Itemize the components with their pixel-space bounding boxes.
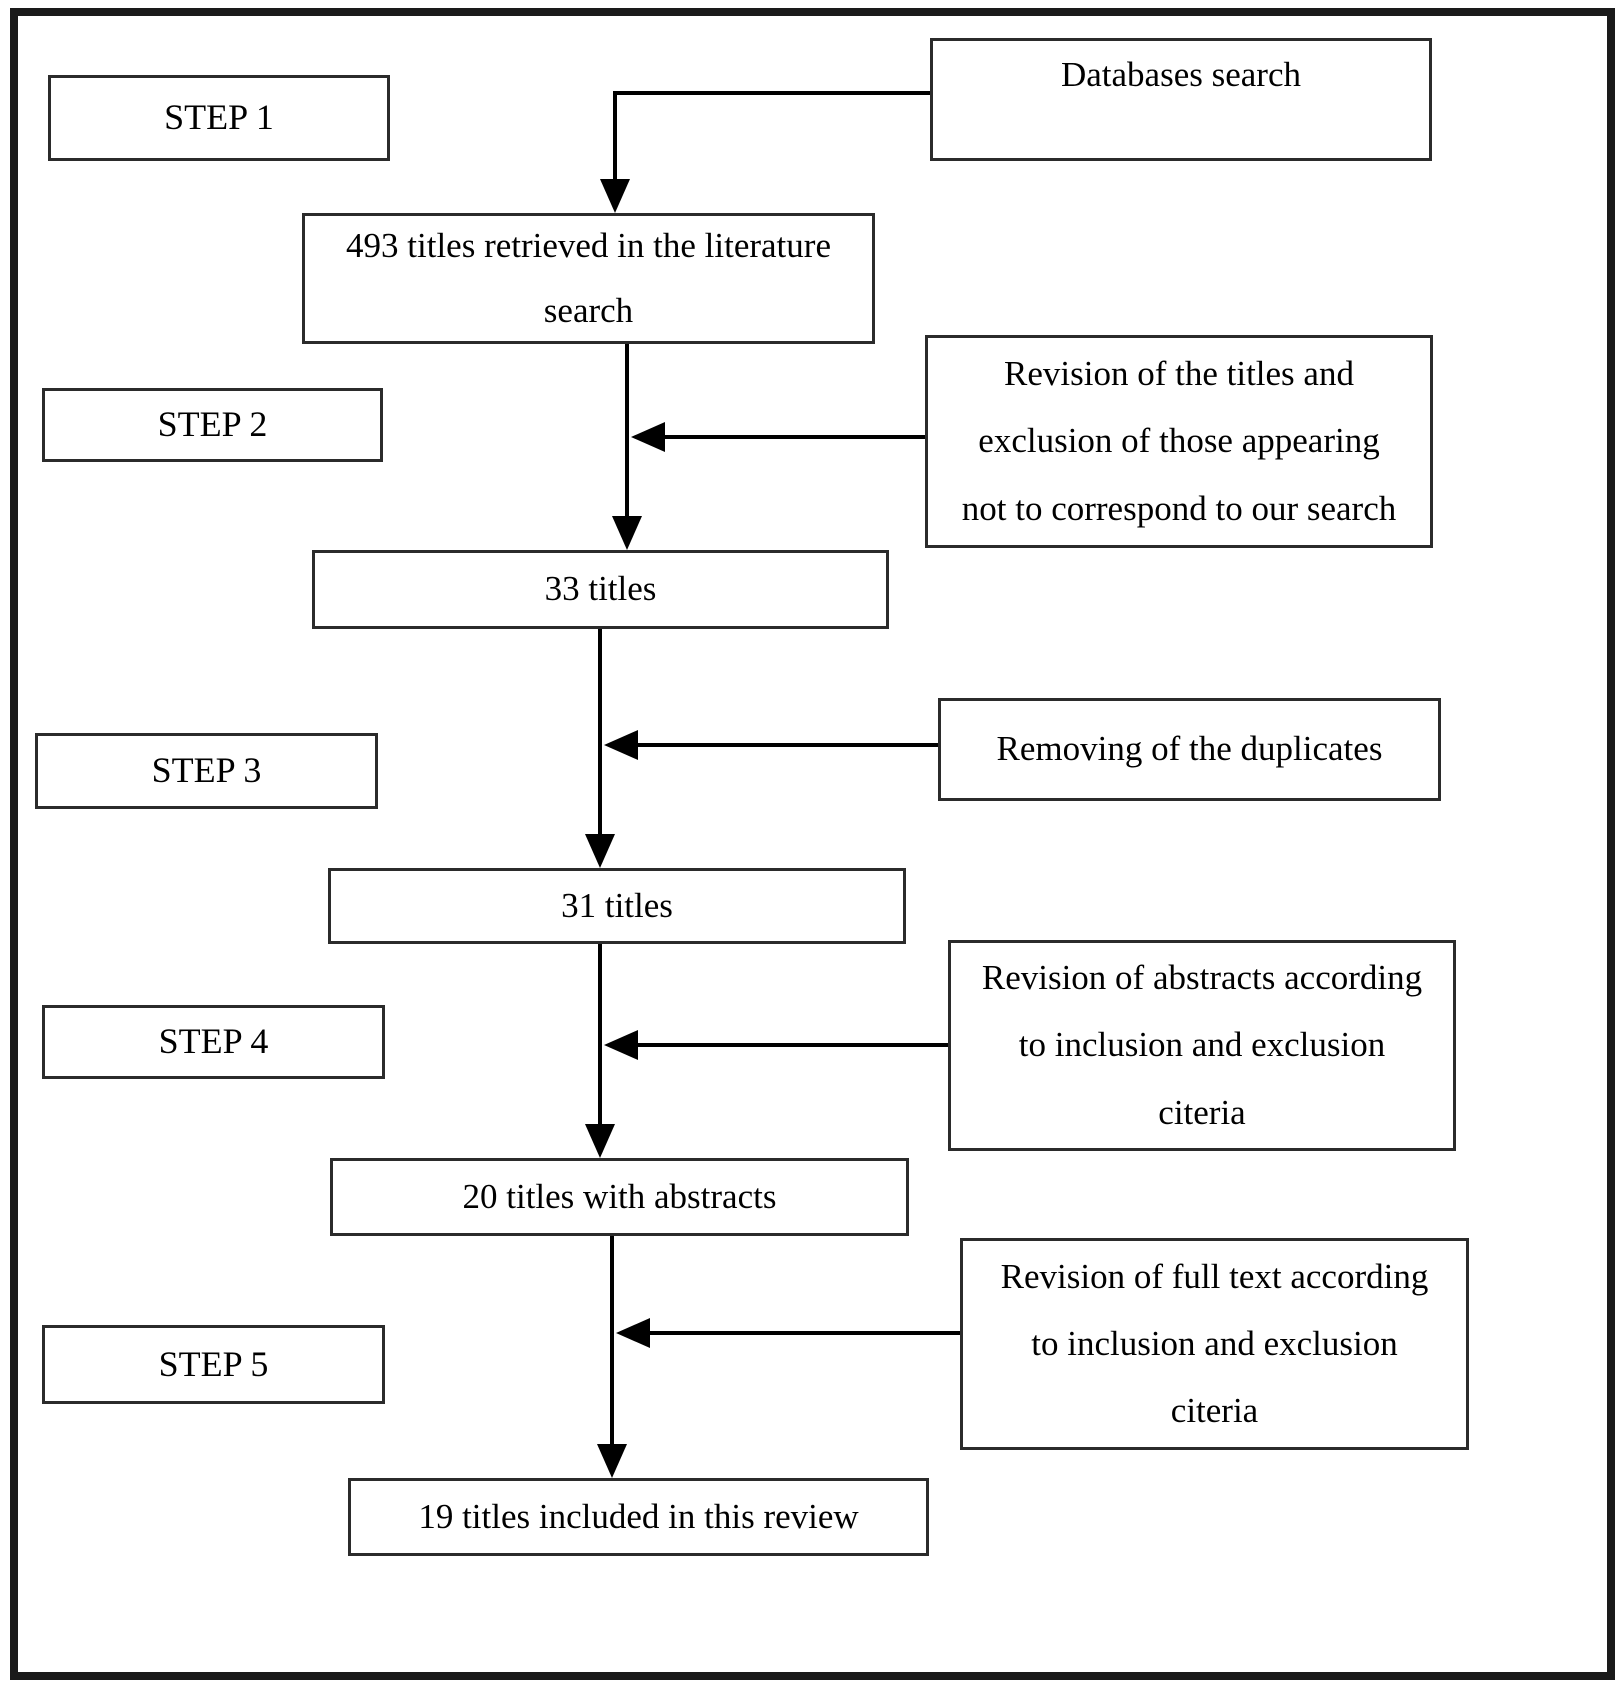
connector-databases-horizontal bbox=[614, 91, 930, 95]
arrowhead-left-revision-titles bbox=[631, 422, 665, 452]
connector-33-to-31 bbox=[598, 629, 602, 834]
revision-titles-line1: Revision of the titles and bbox=[1004, 354, 1354, 394]
titles-retrieved-line2: search bbox=[543, 290, 634, 330]
step-3-label: STEP 3 bbox=[151, 750, 262, 791]
arrowhead-left-revision-abstracts bbox=[604, 1030, 638, 1060]
connector-31-to-20 bbox=[598, 944, 602, 1124]
step-1-label: STEP 1 bbox=[164, 97, 274, 138]
figure-border bbox=[10, 8, 1615, 1680]
titles-31-box: 31 titles bbox=[328, 868, 906, 944]
step-4-label: STEP 4 bbox=[158, 1021, 269, 1062]
titles-19-box: 19 titles included in this review bbox=[348, 1478, 929, 1556]
revision-abstracts-box: Revision of abstracts according to inclu… bbox=[948, 940, 1456, 1151]
arrowhead-down-to-31-titles bbox=[585, 834, 615, 868]
removing-duplicates-label: Removing of the duplicates bbox=[996, 729, 1383, 769]
revision-abstracts-line1: Revision of abstracts according bbox=[981, 958, 1423, 998]
step-2-label: STEP 2 bbox=[157, 404, 268, 445]
titles-33-box: 33 titles bbox=[312, 550, 889, 629]
revision-titles-line2: exclusion of those appearing bbox=[978, 421, 1380, 461]
revision-fulltext-line2: to inclusion and exclusion bbox=[1031, 1323, 1398, 1363]
titles-retrieved-line1: 493 titles retrieved in the literature bbox=[346, 226, 831, 266]
arrowhead-down-to-19-titles bbox=[597, 1444, 627, 1478]
databases-search-label: Databases search bbox=[1060, 55, 1301, 94]
databases-search-box: Databases search bbox=[930, 38, 1432, 161]
step-5-label: STEP 5 bbox=[158, 1343, 269, 1384]
titles-33-label: 33 titles bbox=[544, 569, 657, 609]
connector-revision-titles-line bbox=[663, 435, 925, 439]
titles-19-label: 19 titles included in this review bbox=[418, 1496, 859, 1536]
arrowhead-down-to-20-titles bbox=[585, 1124, 615, 1158]
connector-20-to-19 bbox=[610, 1236, 614, 1444]
step-3-box: STEP 3 bbox=[35, 733, 378, 809]
revision-fulltext-line3: citeria bbox=[1170, 1391, 1259, 1431]
revision-titles-box: Revision of the titles and exclusion of … bbox=[925, 335, 1433, 548]
arrowhead-left-duplicates bbox=[604, 730, 638, 760]
revision-titles-line3: not to correspond to our search bbox=[961, 488, 1397, 528]
step-2-box: STEP 2 bbox=[42, 388, 383, 462]
titles-31-label: 31 titles bbox=[561, 885, 673, 925]
connector-duplicates-line bbox=[636, 743, 938, 747]
arrowhead-down-to-493-titles bbox=[600, 179, 630, 213]
revision-abstracts-line2: to inclusion and exclusion bbox=[1018, 1025, 1386, 1065]
step-1-box: STEP 1 bbox=[48, 75, 390, 161]
titles-retrieved-box: 493 titles retrieved in the literature s… bbox=[302, 213, 875, 344]
removing-duplicates-box: Removing of the duplicates bbox=[938, 698, 1441, 801]
revision-fulltext-box: Revision of full text according to inclu… bbox=[960, 1238, 1469, 1450]
connector-revision-fulltext-line bbox=[648, 1331, 960, 1335]
step-4-box: STEP 4 bbox=[42, 1005, 385, 1079]
titles-20-label: 20 titles with abstracts bbox=[462, 1176, 777, 1216]
titles-20-box: 20 titles with abstracts bbox=[330, 1158, 909, 1236]
arrowhead-down-to-33-titles bbox=[612, 516, 642, 550]
revision-fulltext-line1: Revision of full text according bbox=[1000, 1256, 1429, 1296]
connector-databases-vertical bbox=[613, 91, 617, 179]
connector-revision-abstracts-line bbox=[636, 1043, 948, 1047]
connector-493-to-33 bbox=[625, 344, 629, 516]
step-5-box: STEP 5 bbox=[42, 1325, 385, 1404]
arrowhead-left-revision-fulltext bbox=[616, 1318, 650, 1348]
revision-abstracts-line3: citeria bbox=[1158, 1092, 1246, 1132]
